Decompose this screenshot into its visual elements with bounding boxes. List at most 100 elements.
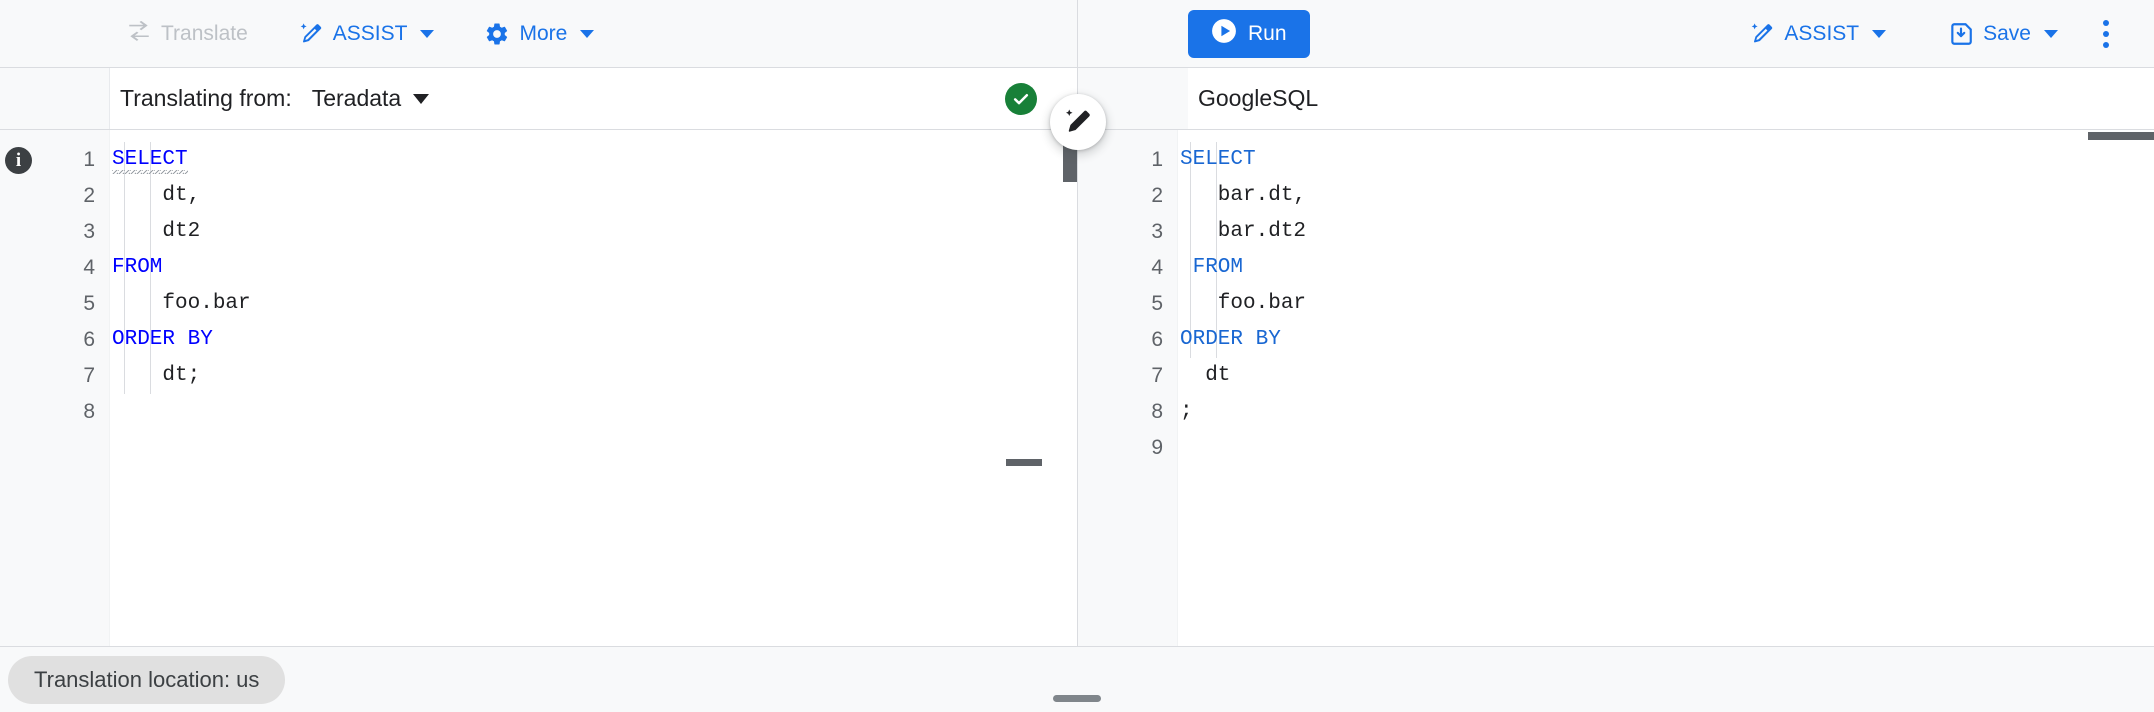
target-header-inner: GoogleSQL — [1188, 68, 2154, 129]
code-line: FROM — [112, 250, 1077, 286]
code-text: dt2 — [112, 220, 201, 243]
source-header-inner: Translating from: Teradata — [110, 68, 1077, 129]
code-text: dt — [1180, 364, 1231, 387]
line-number: 4 — [83, 256, 95, 279]
target-pane: GoogleSQL 1 2 3 4 5 6 7 8 9 SELECT bar.dt, bar.d… — [1078, 68, 2154, 646]
code-line — [112, 394, 1077, 430]
sql-keyword: ORDER BY — [112, 328, 213, 351]
toolbar-left-group: Translate ASSIST More — [0, 0, 1078, 67]
target-editor[interactable]: 1 2 3 4 5 6 7 8 9 SELECT bar.dt, bar.dt2 FROM fo… — [1078, 130, 2154, 646]
code-line: dt — [1180, 358, 2154, 394]
line-number: 8 — [1151, 400, 1163, 423]
kebab-dot — [2103, 30, 2109, 37]
code-line: foo.bar — [112, 286, 1077, 322]
save-disk-icon — [1948, 21, 1974, 47]
code-line: FROM — [1180, 250, 2154, 286]
line-number: 6 — [1151, 328, 1163, 351]
line-number: 5 — [1151, 292, 1163, 315]
code-line: ORDER BY — [1180, 322, 2154, 358]
save-button-label: Save — [1983, 21, 2031, 45]
chevron-down-icon — [2044, 29, 2058, 38]
source-dialect-value: Teradata — [311, 85, 402, 111]
code-text: foo.bar — [112, 292, 251, 315]
code-line: bar.dt, — [1180, 178, 2154, 214]
kebab-dot — [2103, 19, 2109, 26]
code-line: dt2 — [112, 214, 1077, 250]
line-number: 9 — [1151, 436, 1163, 459]
chevron-down-icon — [580, 29, 595, 38]
more-vert-icon[interactable] — [2084, 12, 2128, 56]
code-line: bar.dt2 — [1180, 214, 2154, 250]
toolbar: Translate ASSIST More — [0, 0, 2154, 68]
sql-keyword: FROM — [112, 256, 163, 279]
code-text: bar.dt2 — [1180, 220, 1307, 243]
source-horizontal-scrollbar-thumb[interactable] — [1006, 459, 1042, 466]
line-number: 8 — [83, 400, 95, 423]
line-number: 6 — [83, 328, 95, 351]
code-text: foo.bar — [1180, 292, 1307, 315]
code-text: bar.dt, — [1180, 184, 1307, 207]
more-button[interactable]: More — [476, 13, 602, 55]
source-pane: Translating from: Teradata i 1 — [0, 68, 1078, 646]
line-number: 2 — [83, 184, 95, 207]
target-dialect-label: GoogleSQL — [1198, 85, 1319, 111]
translate-swap-icon — [126, 20, 152, 47]
line-number: 2 — [1151, 184, 1163, 207]
code-text: dt, — [112, 184, 201, 207]
more-button-label: More — [519, 21, 568, 45]
target-pane-header: GoogleSQL — [1078, 68, 2154, 130]
line-number: 7 — [1151, 364, 1163, 387]
translation-location-chip: Translation location: us — [8, 655, 286, 704]
bottom-resize-handle[interactable] — [1053, 695, 1101, 702]
target-horizontal-scrollbar-thumb[interactable] — [2088, 132, 2154, 140]
play-icon — [1211, 18, 1237, 50]
magic-wand-icon — [298, 21, 324, 47]
code-line: dt; — [112, 358, 1077, 394]
translate-button[interactable]: Translate — [118, 13, 256, 55]
sql-keyword: ORDER BY — [1180, 328, 1281, 351]
sql-keyword: FROM — [1180, 256, 1244, 279]
toolbar-right-group: Run ASSIST — [1078, 0, 2154, 67]
check-circle-icon — [1005, 82, 1037, 115]
line-number: 3 — [1151, 220, 1163, 243]
sql-keyword: SELECT — [112, 148, 188, 174]
run-button-label: Run — [1248, 21, 1287, 45]
gear-icon — [484, 21, 510, 47]
assist-button-right-label: ASSIST — [1784, 21, 1860, 45]
status-bar: Translation location: us — [0, 646, 2154, 712]
assist-button-left[interactable]: ASSIST — [290, 13, 443, 55]
chevron-down-icon — [420, 29, 435, 38]
magic-wand-edit-icon[interactable] — [1050, 94, 1106, 150]
code-line: foo.bar — [1180, 286, 2154, 322]
translate-button-label: Translate — [161, 21, 248, 45]
code-text: dt; — [112, 364, 201, 387]
code-line: dt, — [112, 178, 1077, 214]
translating-from-label: Translating from: — [120, 85, 292, 111]
line-number: 1 — [83, 148, 95, 171]
source-header-gutter — [0, 68, 110, 129]
magic-wand-icon — [1749, 21, 1775, 47]
assist-button-left-label: ASSIST — [332, 21, 408, 45]
code-line — [1180, 430, 2154, 466]
info-icon[interactable]: i — [5, 147, 32, 174]
save-button[interactable]: Save — [1940, 13, 2066, 55]
code-line: ORDER BY — [112, 322, 1077, 358]
chevron-down-icon — [413, 93, 430, 104]
source-dialect-dropdown[interactable]: Teradata — [312, 85, 430, 112]
code-text: ; — [1180, 400, 1193, 423]
source-pane-header: Translating from: Teradata — [0, 68, 1077, 130]
chevron-down-icon — [1872, 29, 1887, 38]
sql-keyword: SELECT — [1180, 148, 1256, 171]
run-button[interactable]: Run — [1188, 9, 1310, 58]
assist-button-right[interactable]: ASSIST — [1741, 13, 1894, 55]
source-info-column: i — [0, 130, 48, 646]
kebab-dot — [2103, 41, 2109, 48]
target-info-column — [1078, 130, 1116, 646]
line-number: 4 — [1151, 256, 1163, 279]
editor-panes: Translating from: Teradata i 1 — [0, 68, 2154, 646]
line-number: 1 — [1151, 148, 1163, 171]
line-number: 5 — [83, 292, 95, 315]
